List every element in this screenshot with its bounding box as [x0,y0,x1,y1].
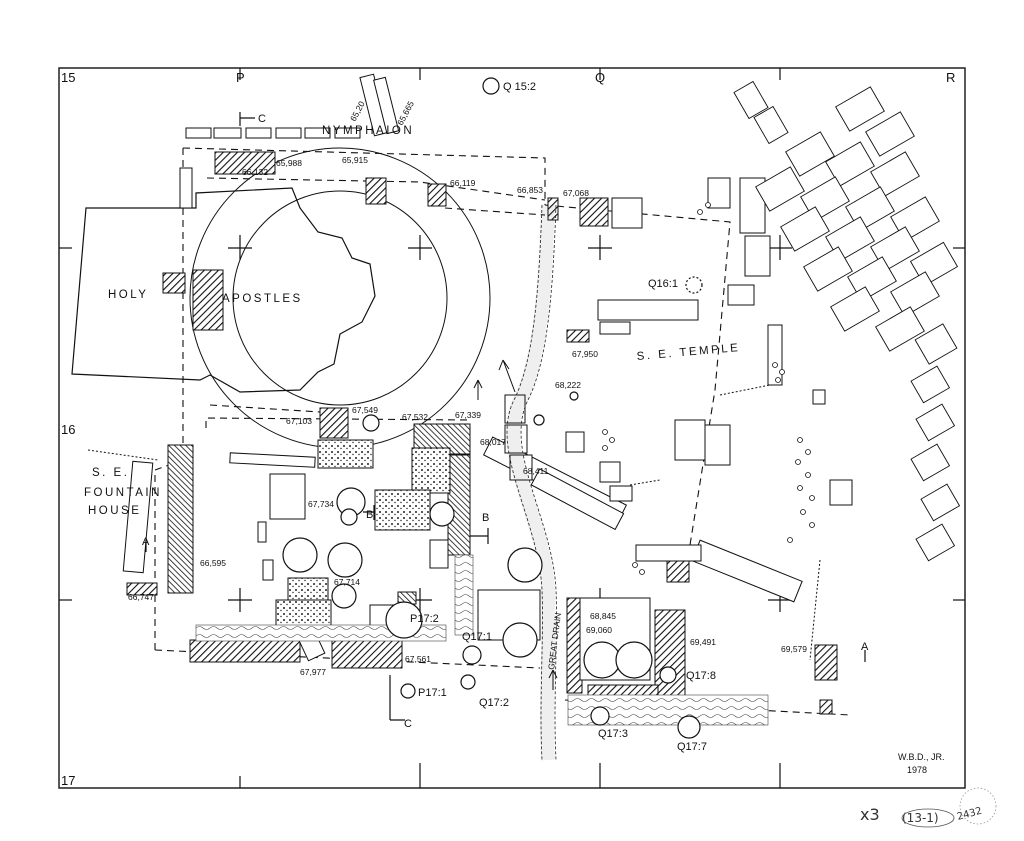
elevation-69-579: 69,579 [781,644,807,654]
well-p17-1-label: P17:1 [418,687,447,699]
elevation-67-977: 67,977 [300,667,326,677]
grid-column-q: Q [595,70,605,85]
elevation-65-915: 65,915 [342,155,368,165]
grid-row-16: 16 [61,422,75,437]
grid-column-p: P [236,70,245,85]
elevation-66-595: 66,595 [200,558,226,568]
nymphaion-label: NYMPHAION [322,125,414,137]
well-q17-3-label: Q17:3 [598,728,628,740]
scale-note: x3 [860,805,880,824]
holy-apostles-rotunda-inner [232,190,448,406]
elevation-67-950: 67,950 [572,349,598,359]
elevation-67-339: 67,339 [455,410,481,420]
elevation-69-060: 69,060 [586,625,612,635]
fountain-house-label-3: HOUSE [88,505,141,517]
well-q16-1-label: Q16:1 [648,278,678,290]
great-drain-flow [506,204,556,761]
holy-apostles-outline [71,187,376,393]
well-q15-2-label: Q 15:2 [503,81,536,93]
stone-blocks [122,167,853,681]
section-c-north: C [258,113,266,125]
well-q17-1-label: Q17:1 [462,631,492,643]
elevation-66-119: 66,119 [450,178,476,188]
well-circles [282,77,703,739]
well-q17-8-label: Q17:8 [686,670,716,682]
drain-band-south [195,624,447,642]
elevation-66-747: 66,747 [128,592,154,602]
catalog-note: (13-1) [902,811,939,825]
elevation-68-222: 68,222 [555,380,581,390]
elevation-67-734: 67,734 [308,499,334,509]
section-a-east: A [861,641,869,653]
elevation-67-068: 67,068 [563,188,589,198]
small-stones [602,202,815,575]
grid-row-15: 15 [61,70,75,85]
elevation-68-411: 68,411 [523,466,549,476]
well-p17-2-label: P17:2 [410,613,439,625]
fountain-house-wall [87,449,159,461]
drain-flow-arrow-north [473,379,483,400]
fountain-house-label-1: S. E. [92,467,129,479]
elevation-67-103: 67,103 [286,416,312,426]
great-drain-arrow [548,669,558,690]
drain-flow-arrow [498,359,516,393]
grid-column-r: R [946,70,955,85]
elevation-65-988: 65,988 [276,158,302,168]
catalog-note-oval [901,808,955,828]
great-drain-edge-left [506,204,543,761]
elevation-67-714: 67,714 [334,577,360,587]
elevation-69-491: 69,491 [690,637,716,647]
elevation-66-132: 66,132 [242,167,268,177]
elevation-67-549: 67,549 [352,405,378,415]
elevation-67-532: 67,532 [402,412,428,422]
fountain-house-label-2: FOUNTAIN [84,487,162,499]
section-c-south: C [404,718,412,730]
elevation-68-845: 68,845 [590,611,616,621]
elevation-65-665: 65,665 [395,99,416,127]
section-b-west: B [366,509,373,521]
se-temple-edge [629,384,821,661]
section-a-west: A [142,536,150,548]
elevation-66-853: 66,853 [517,185,543,195]
grid-row-17: 17 [61,773,75,788]
elevation-65-201: 65,20 [348,99,367,123]
drafter-year: 1978 [907,765,927,775]
holy-label: HOLY [108,289,148,301]
section-b-east: B [482,512,489,524]
great-drain-edge-right [520,204,557,761]
inventory-stamp [959,787,997,825]
drafter-credit: W.B.D., JR. [898,752,945,762]
map-frame [58,67,966,789]
elevation-67-561: 67,561 [405,654,431,664]
apostles-label: APOSTLES [222,293,303,305]
ashlar-block-field [733,80,961,562]
well-q17-2-label: Q17:2 [479,697,509,709]
drain-band-east [454,554,474,636]
section-lines [145,112,866,721]
well-q17-7-label: Q17:7 [677,741,707,753]
se-temple-label: S. E. TEMPLE [636,342,741,363]
elevation-68-017: 68,017 [480,437,506,447]
